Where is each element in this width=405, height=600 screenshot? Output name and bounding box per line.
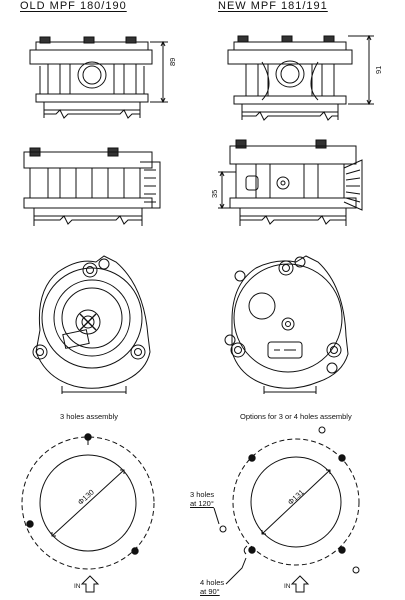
note-3-holes-line1: 3 holes (190, 490, 215, 499)
new-side-dimension: 35 (210, 189, 219, 198)
old-top-view (32, 255, 151, 394)
new-hole-caption: Options for 3 or 4 holes assembly (240, 412, 352, 421)
old-side-view (23, 147, 161, 226)
new-height-dimension: 91 (374, 65, 383, 74)
new-hole-pattern (213, 426, 360, 585)
new-inlet-text: IN (284, 583, 291, 590)
new-side-view (218, 139, 363, 226)
old-inlet-text: IN (74, 583, 81, 590)
old-height-dimension: 89 (168, 57, 177, 66)
old-model-title: OLD MPF 180/190 (20, 0, 127, 12)
note-3-holes: 3 holes at 120° (190, 490, 214, 508)
in-arrow-right-icon (290, 575, 310, 593)
old-hole-pattern (21, 433, 155, 570)
old-front-view (29, 36, 168, 119)
new-model-title: NEW MPF 181/191 (218, 0, 328, 12)
old-inlet-label: IN (74, 583, 81, 590)
new-inlet-label: IN (284, 583, 291, 590)
in-arrow-left-icon (80, 575, 100, 593)
note-4-holes-line1: 4 holes (200, 578, 225, 587)
note-3-holes-line2: at 120° (190, 499, 214, 508)
new-top-view (224, 255, 349, 394)
new-front-view (227, 34, 374, 121)
note-4-holes-line2: at 90° (200, 587, 220, 596)
note-4-holes: 4 holes at 90° (200, 578, 224, 596)
old-hole-caption: 3 holes assembly (60, 412, 118, 421)
